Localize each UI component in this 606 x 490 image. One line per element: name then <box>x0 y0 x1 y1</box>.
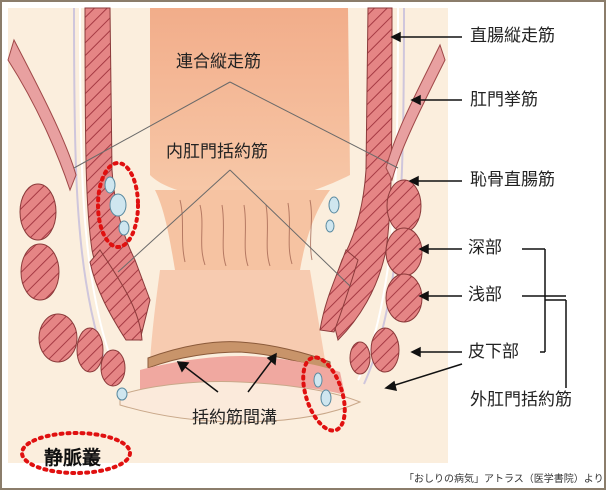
label-conjoined-longitudinal: 連合縦走筋 <box>176 54 261 71</box>
label-puborectalis: 恥骨直腸筋 <box>470 172 555 189</box>
label-superficial: 浅部 <box>468 287 502 304</box>
source-caption: 「おしりの病気」アトラス（医学書院）より <box>404 470 604 485</box>
rectal-lumen <box>150 8 350 195</box>
label-levator-ani: 肛門挙筋 <box>470 92 538 109</box>
label-subcutaneous: 皮下部 <box>468 344 519 361</box>
label-venous-plexus: 静脈叢 <box>44 443 101 470</box>
label-internal-sphincter: 内肛門括約筋 <box>166 144 268 161</box>
label-intersphincteric-groove: 括約筋間溝 <box>192 410 277 427</box>
label-deep: 深部 <box>468 240 502 257</box>
label-rectum-longitudinal: 直腸縦走筋 <box>470 28 555 45</box>
label-external-sphincter: 外肛門括約筋 <box>470 392 572 409</box>
